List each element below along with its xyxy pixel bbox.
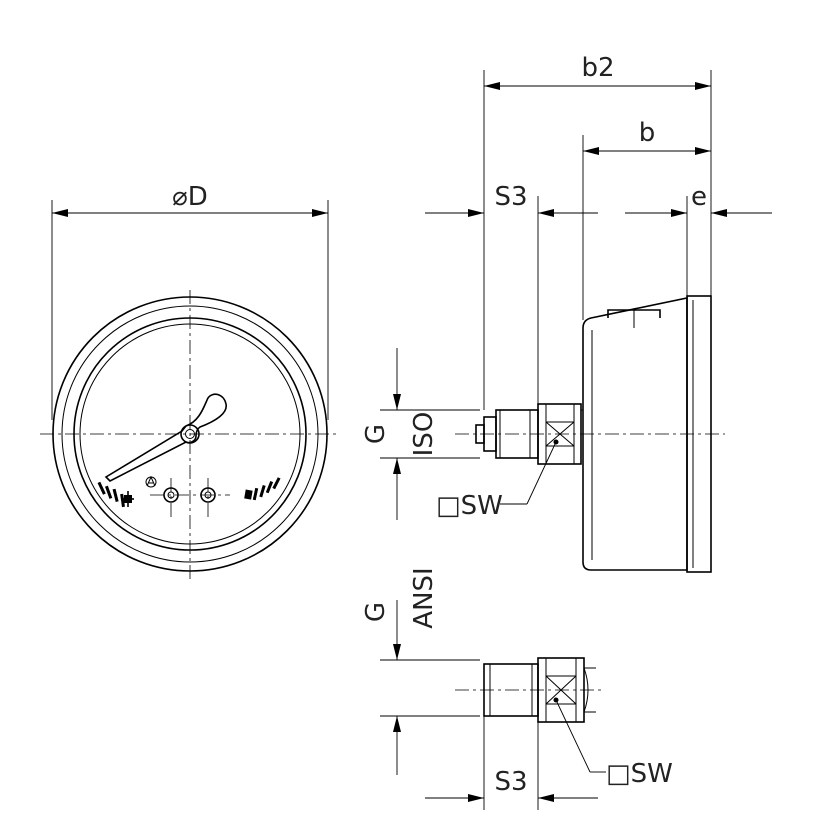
dimension-g-ansi xyxy=(380,600,480,775)
label-g-ansi: G xyxy=(361,602,391,622)
label-b2: b2 xyxy=(581,53,614,83)
dimension-b2 xyxy=(483,70,712,410)
gauge-side-view: □SW G ISO b2 b xyxy=(361,53,772,573)
dimension-b xyxy=(582,135,711,320)
gauge-pointer xyxy=(104,393,227,482)
adjust-screw-icon xyxy=(163,487,216,503)
dimension-e xyxy=(625,196,772,296)
label-b: b xyxy=(639,118,656,148)
dimension-s3-bottom xyxy=(425,716,598,810)
label-diameter: ⌀D xyxy=(172,182,208,212)
label-g-iso: G xyxy=(361,424,391,444)
label-sw-iso: □SW xyxy=(436,491,503,521)
dial-marks-left-icon xyxy=(97,481,134,508)
dimension-g-iso xyxy=(380,348,480,520)
label-e: e xyxy=(691,182,707,212)
label-iso: ISO xyxy=(409,412,439,457)
label-s3-top: S3 xyxy=(494,182,527,212)
dimension-diameter xyxy=(51,200,329,420)
label-sw-ansi: □SW xyxy=(606,759,673,789)
ansi-connection-view: □SW G ANSI S3 xyxy=(361,567,673,810)
label-ansi: ANSI xyxy=(409,567,439,628)
dimension-s3-top xyxy=(425,196,598,404)
label-s3-bottom: S3 xyxy=(494,767,527,797)
logo-mark-icon xyxy=(145,475,157,488)
gauge-front-view: ⌀D xyxy=(40,182,340,580)
dial-marks-right-icon xyxy=(244,477,281,501)
